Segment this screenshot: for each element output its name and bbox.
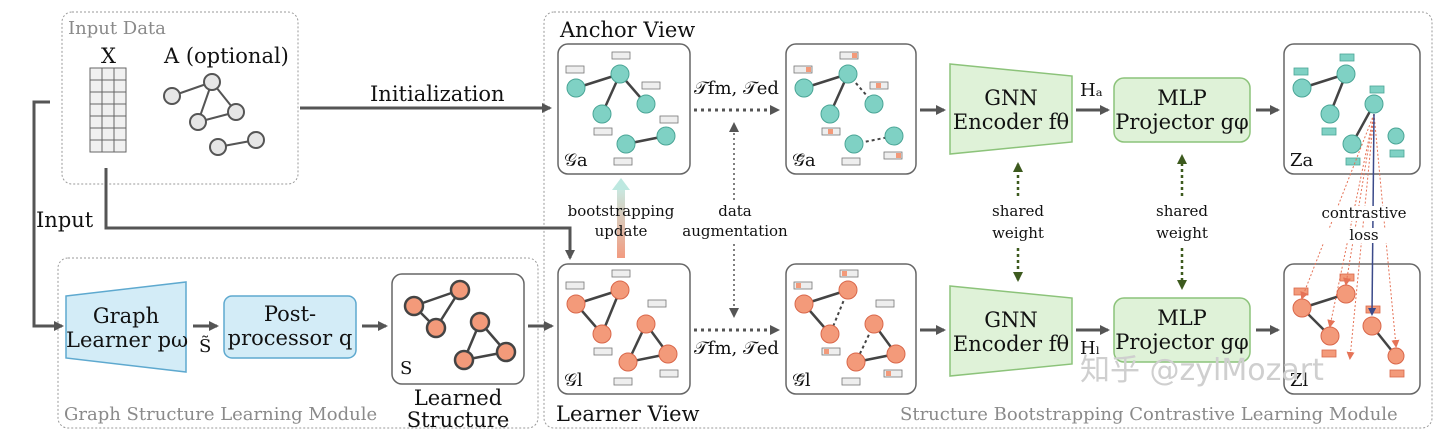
augmentation-label-2: augmentation bbox=[682, 222, 788, 240]
x-to-learner-arrow bbox=[104, 168, 575, 260]
gsl-module-title: Graph Structure Learning Module bbox=[64, 404, 378, 425]
mlp-projector-bottom bbox=[1113, 297, 1251, 363]
bootstrapping-label-2: update bbox=[594, 222, 648, 240]
za-label: Za bbox=[1290, 150, 1314, 171]
shared-weight-mlp-label-1: shared bbox=[1156, 202, 1208, 220]
g-l-bar-label: 𝒢̄l bbox=[792, 370, 811, 391]
shared-weight-gnn-label-1: shared bbox=[992, 202, 1044, 220]
feature-matrix-label: X bbox=[101, 44, 116, 68]
learner-aug-graph bbox=[793, 269, 906, 386]
s-matrix-label: S bbox=[400, 358, 413, 379]
post-processor-box bbox=[223, 295, 357, 359]
learned-structure-graph bbox=[403, 279, 517, 371]
mlp-bottom-label-1: MLP bbox=[1157, 306, 1207, 330]
augmentation-label-1: data bbox=[718, 202, 752, 220]
watermark-text: 知乎 @zylMozart bbox=[1080, 353, 1324, 388]
mlp-bottom-label-2: Projector gφ bbox=[1115, 330, 1249, 354]
gnn-bottom-label-1: GNN bbox=[984, 308, 1038, 332]
gnn-encoder-top bbox=[949, 63, 1073, 155]
zl-box bbox=[1283, 263, 1421, 395]
anchor-view-title: Anchor View bbox=[560, 18, 696, 42]
mlp-top-label-1: MLP bbox=[1157, 86, 1207, 110]
graph-learner-label-1: Graph bbox=[92, 304, 160, 328]
learner-graph-box bbox=[557, 263, 691, 395]
bootstrapping-label-1: bootstrapping bbox=[567, 202, 675, 220]
learner-graph bbox=[565, 269, 679, 386]
learner-aug-graph-box bbox=[785, 263, 917, 395]
contrastive-loss-label-1: contrastive bbox=[1312, 206, 1416, 221]
transform-label-top: 𝒯fm, 𝒯ed bbox=[694, 78, 779, 99]
sbcl-module-frame bbox=[543, 11, 1433, 429]
zl-label: Zl bbox=[1290, 370, 1309, 391]
ha-label: Hₐ bbox=[1080, 80, 1103, 101]
feature-matrix-x bbox=[89, 67, 127, 153]
learned-structure-label-1: Learned bbox=[413, 386, 503, 410]
initialization-label: Initialization bbox=[370, 82, 505, 106]
adjacency-label: A (optional) bbox=[164, 44, 289, 68]
gnn-bottom-label-2: Encoder fθ bbox=[952, 332, 1070, 356]
mlp-top-label-2: Projector gφ bbox=[1115, 110, 1249, 134]
learner-view-title: Learner View bbox=[556, 402, 700, 426]
anchor-graph-box bbox=[557, 43, 691, 175]
bootstrapping-arrow-head bbox=[612, 178, 630, 190]
transform-label-bottom: 𝒯fm, 𝒯ed bbox=[694, 338, 779, 359]
anchor-graph bbox=[565, 51, 679, 166]
shared-weight-gnn-label-2: weight bbox=[992, 224, 1044, 242]
gnn-encoder-bottom bbox=[949, 285, 1073, 377]
anchor-aug-graph-box bbox=[785, 43, 917, 175]
shared-weight-mlp-label-2: weight bbox=[1156, 224, 1208, 242]
hl-label: Hₗ bbox=[1080, 338, 1101, 359]
gsl-module-frame bbox=[57, 257, 539, 429]
mlp-projector-top bbox=[1113, 77, 1251, 143]
input-data-frame bbox=[61, 11, 299, 185]
graph-learner-label-2: Learner pω bbox=[66, 328, 189, 352]
input-arrow bbox=[32, 100, 64, 331]
input-data-title: Input Data bbox=[68, 18, 166, 39]
input-label: Input bbox=[36, 208, 94, 232]
za-box bbox=[1283, 43, 1421, 175]
contrastive-loss-label-2: loss bbox=[1312, 228, 1416, 243]
learned-structure-label-2: Structure bbox=[406, 408, 510, 432]
anchor-aug-graph bbox=[793, 51, 904, 166]
g-a-bar-label: 𝒢̄a bbox=[792, 150, 816, 171]
zl-graph bbox=[1292, 273, 1405, 378]
s-tilde-label: S̃ bbox=[199, 336, 212, 357]
adjacency-graph-a bbox=[163, 73, 265, 156]
g-l-label: 𝒢l bbox=[564, 370, 583, 391]
bootstrapping-arrow bbox=[617, 186, 625, 258]
post-processor-label-1: Post- bbox=[263, 302, 317, 326]
post-processor-label-2: processor q bbox=[227, 326, 353, 350]
za-graph bbox=[1292, 53, 1405, 166]
graph-learner-box bbox=[65, 281, 187, 373]
g-a-label: 𝒢a bbox=[564, 150, 588, 171]
gnn-top-label-2: Encoder fθ bbox=[952, 110, 1070, 134]
sbcl-module-title: Structure Bootstrapping Contrastive Lear… bbox=[900, 404, 1398, 425]
gnn-top-label-1: GNN bbox=[984, 86, 1038, 110]
